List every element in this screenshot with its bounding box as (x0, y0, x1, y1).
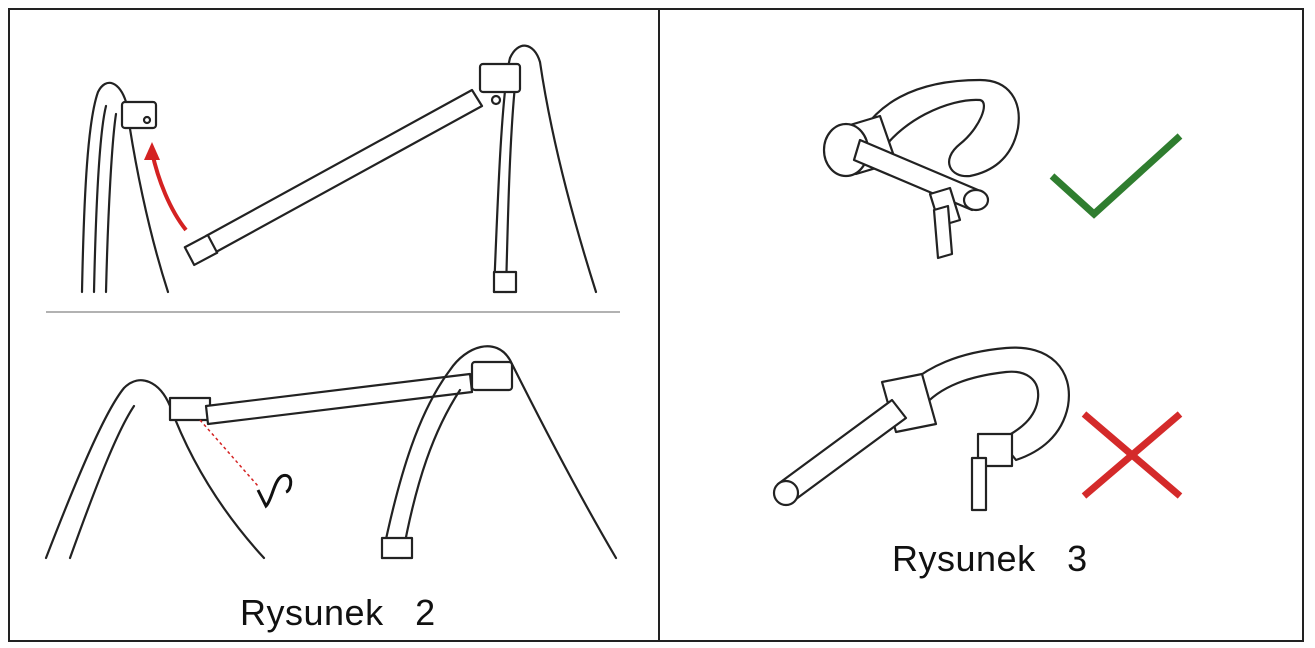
right-joint (470, 360, 514, 392)
right-bracket (478, 62, 522, 94)
arrow-head-icon (144, 142, 160, 160)
hook-icon (256, 473, 293, 509)
hook-leash (199, 419, 259, 487)
step-top-illustration (80, 44, 598, 294)
attached-crossbar (204, 372, 474, 426)
figure-2-caption: Rysunek 2 (240, 592, 436, 633)
left-bracket (120, 100, 158, 130)
left-joint (168, 396, 212, 422)
instruction-frame (8, 8, 1304, 642)
correct-pin-illustration (822, 78, 1020, 260)
figure-2-panel: Rysunek 2 (10, 10, 658, 640)
crossbar (204, 88, 484, 254)
panel-divider (658, 8, 660, 642)
incorrect-pin-illustration (772, 346, 1070, 512)
cross-icon (1081, 411, 1183, 499)
step-bottom-illustration (44, 345, 618, 560)
figure-3-illustration (772, 78, 1183, 512)
figure-3-caption: Rysunek 3 (892, 538, 1088, 579)
figure-2-illustration (44, 44, 620, 560)
figure-3-panel: Rysunek 3 (660, 10, 1304, 640)
checkmark-icon (1049, 133, 1183, 219)
lift-arrow-icon (150, 151, 188, 232)
